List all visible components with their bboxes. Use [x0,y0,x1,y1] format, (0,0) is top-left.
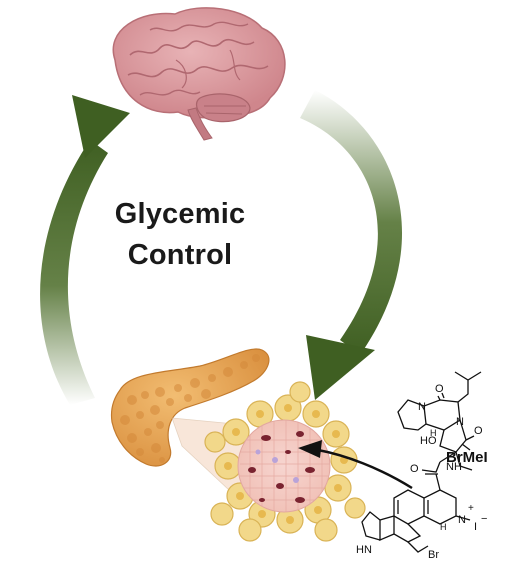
title-line-2: Control [127,239,233,271]
chemical-structure [361,371,482,553]
brain-illustration [112,7,286,141]
atom-o-right: O [474,425,483,437]
chemical-labels: N N O O HO H O NH N + I − H HN Br [356,383,487,561]
atom-n1: N [418,401,426,413]
atom-ho: HO [420,435,437,447]
islet-zoom-illustration [204,381,366,542]
atom-hn: HN [356,544,372,556]
title-line-1: Glycemic [114,198,246,230]
atom-o-top: O [435,383,444,395]
atom-nh-amide: NH [446,461,462,473]
atom-h-indole: H [440,522,447,532]
atom-iodide: I [474,521,477,533]
atom-h-ring: H [430,428,437,438]
compound-name: BrMeI [446,449,488,466]
cycle-arrow-left [40,95,130,405]
pointer-arrow [298,440,413,490]
atom-n2: N [456,416,464,428]
pancreas-illustration [110,348,270,467]
cycle-arrow-right [300,90,403,400]
atom-o-amide: O [410,463,419,475]
charge-plus: + [468,503,474,514]
atom-br: Br [428,549,439,561]
atom-n-plus: N [458,514,466,526]
charge-minus: − [481,513,487,525]
